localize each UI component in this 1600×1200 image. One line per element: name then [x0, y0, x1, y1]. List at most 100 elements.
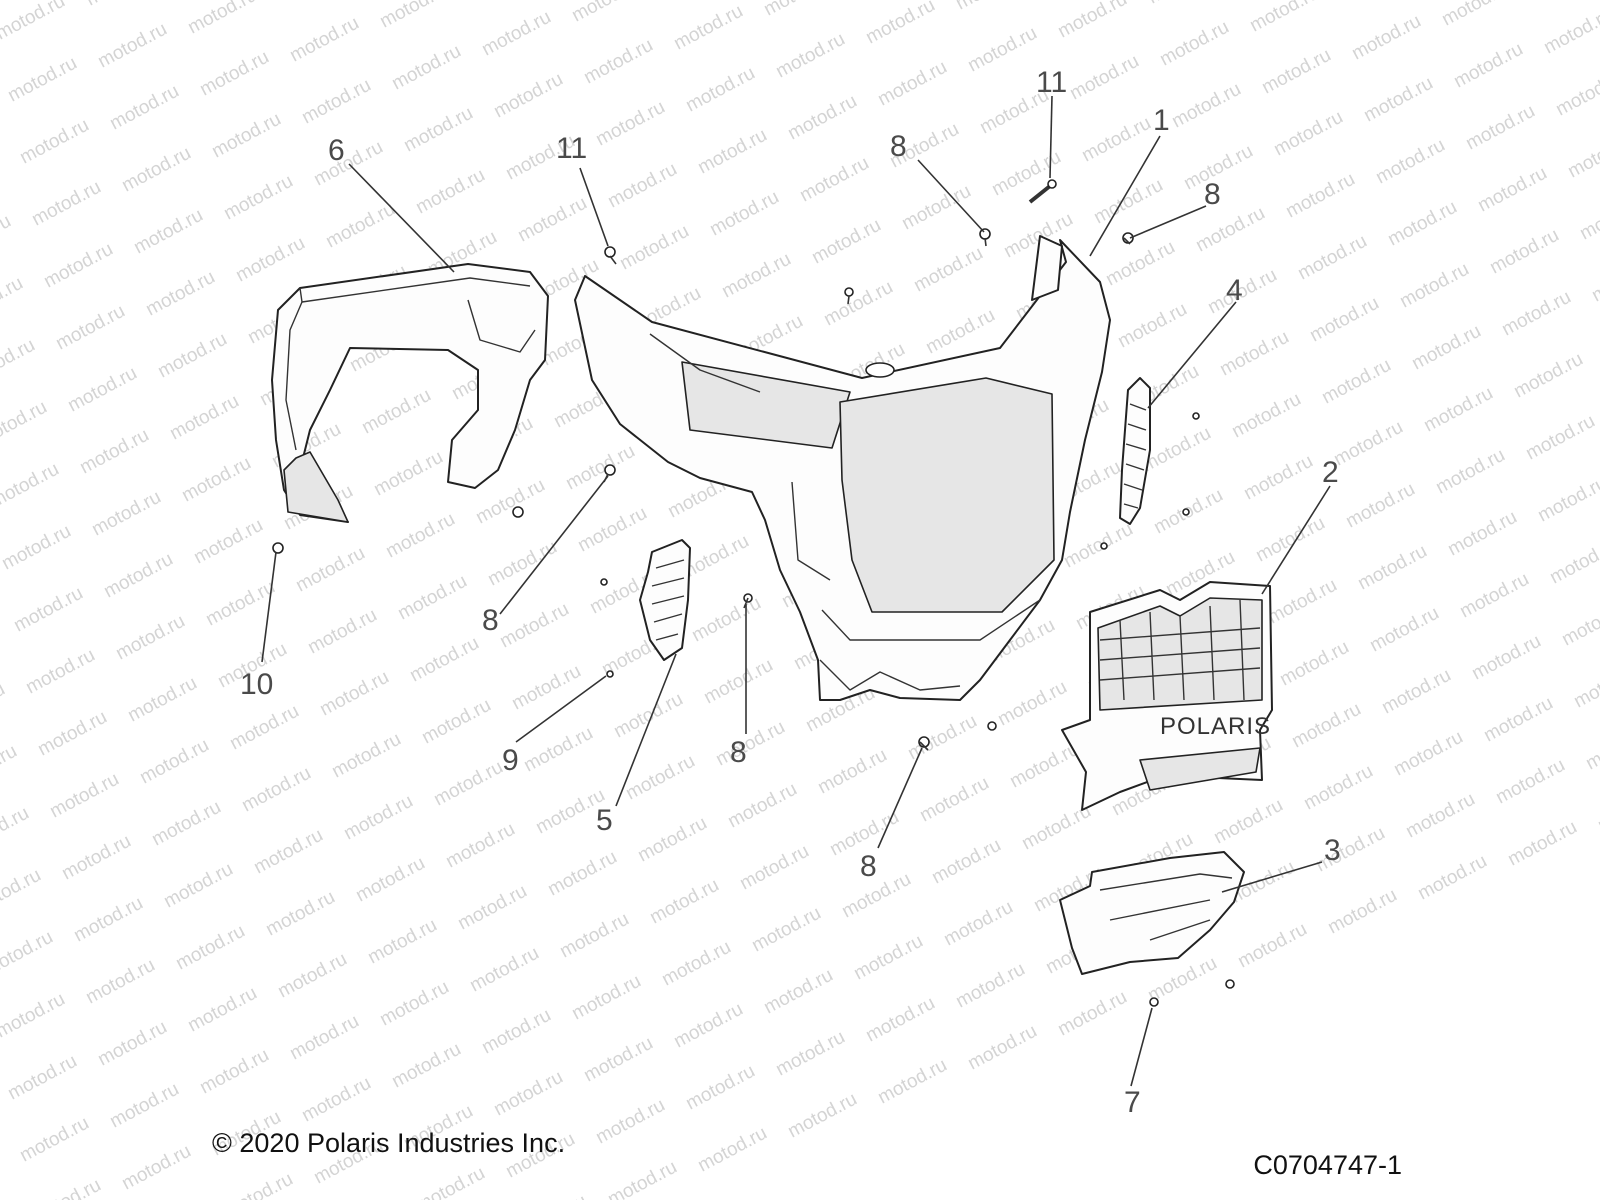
watermark-text: motod.ru: [0, 335, 39, 389]
watermark-text: motod.ru: [952, 959, 1028, 1013]
watermark-text: motod.ru: [658, 937, 734, 991]
watermark-text: motod.ru: [1066, 51, 1142, 105]
screw-4-lower: [1182, 508, 1190, 516]
callout-1: 1: [1153, 104, 1170, 137]
part-4-right-vent: [1119, 377, 1151, 525]
watermark-text: motod.ru: [1534, 473, 1600, 527]
watermark-text: motod.ru: [82, 955, 158, 1009]
watermark-text: motod.ru: [718, 249, 794, 303]
watermark-text: motod.ru: [82, 0, 158, 10]
watermark-text: motod.ru: [52, 301, 128, 355]
watermark-text: motod.ru: [94, 19, 170, 73]
watermark-text: motod.ru: [136, 735, 212, 789]
watermark-text: motod.ru: [694, 1123, 770, 1177]
watermark-text: motod.ru: [682, 63, 758, 117]
watermark-text: motod.ru: [0, 211, 15, 265]
watermark-text: motod.ru: [1420, 383, 1496, 437]
watermark-text: motod.ru: [1450, 39, 1526, 93]
watermark-text: motod.ru: [472, 475, 548, 529]
watermark-text: motod.ru: [1354, 541, 1430, 595]
watermark-text: motod.ru: [208, 109, 284, 163]
watermark-text: motod.ru: [184, 0, 260, 38]
watermark-text: motod.ru: [430, 757, 506, 811]
bolt-11-left: [604, 246, 617, 265]
watermark-text: motod.ru: [1318, 355, 1394, 409]
watermark-text: motod.ru: [1306, 293, 1382, 347]
watermark-text: motod.ru: [1498, 287, 1574, 341]
screw-8-bottom: [918, 736, 930, 751]
watermark-text: motod.ru: [1228, 389, 1304, 443]
watermark-text: motod.ru: [1390, 727, 1466, 781]
watermark-text: motod.ru: [28, 1175, 104, 1200]
watermark-text: motod.ru: [1252, 513, 1328, 567]
watermark-text: motod.ru: [814, 745, 890, 799]
watermark-text: motod.ru: [1402, 789, 1478, 843]
watermark-text: motod.ru: [1480, 693, 1556, 747]
watermark-text: motod.ru: [850, 931, 926, 985]
watermark-text: motod.ru: [1576, 191, 1600, 245]
watermark-text: motod.ru: [0, 803, 33, 857]
watermark-text: motod.ru: [514, 193, 590, 247]
watermark-text: motod.ru: [298, 1073, 374, 1127]
watermark-text: motod.ru: [1408, 321, 1484, 375]
watermark-text: motod.ru: [0, 149, 3, 203]
watermark-text: motod.ru: [124, 673, 200, 727]
watermark-text: motod.ru: [1546, 535, 1600, 589]
watermark-text: motod.ru: [568, 971, 644, 1025]
watermark-text: motod.ru: [142, 267, 218, 321]
watermark-text: motod.ru: [604, 1157, 680, 1200]
watermark-text: motod.ru: [64, 363, 140, 417]
watermark-text: motod.ru: [316, 667, 392, 721]
watermark-text: motod.ru: [466, 943, 542, 997]
callout-10: 10: [240, 668, 273, 701]
watermark-text: motod.ru: [544, 847, 620, 901]
watermark-text: motod.ru: [874, 1055, 950, 1109]
watermark-text: motod.ru: [106, 1079, 182, 1133]
watermark-text: motod.ru: [514, 1191, 590, 1200]
watermark-text: motod.ru: [592, 97, 668, 151]
watermark-text: motod.ru: [1090, 175, 1166, 229]
watermark-text: motod.ru: [1510, 349, 1586, 403]
watermark-text: motod.ru: [16, 1113, 92, 1167]
watermark-text: motod.ru: [1264, 575, 1340, 629]
watermark-text: motod.ru: [706, 187, 782, 241]
watermark-text: motod.ru: [1588, 253, 1600, 307]
watermark-text: motod.ru: [388, 41, 464, 95]
watermark-text: motod.ru: [0, 1147, 3, 1200]
watermark-text: motod.ru: [1492, 755, 1568, 809]
watermark-text: motod.ru: [88, 487, 164, 541]
watermark-text: motod.ru: [670, 1, 746, 55]
watermark-text: motod.ru: [310, 137, 386, 191]
watermark-text: motod.ru: [1156, 17, 1232, 71]
callout-11: 11: [556, 132, 587, 165]
watermark-text: motod.ru: [112, 611, 188, 665]
watermark-text: motod.ru: [490, 1067, 566, 1121]
watermark-text: motod.ru: [118, 1141, 194, 1195]
watermark-text: motod.ru: [736, 841, 812, 895]
watermark-text: motod.ru: [118, 143, 194, 197]
watermark-text: motod.ru: [1372, 135, 1448, 189]
watermark-text: motod.ru: [28, 177, 104, 231]
watermark-text: motod.ru: [478, 7, 554, 61]
watermark-text: motod.ru: [1168, 79, 1244, 133]
watermark-text: motod.ru: [16, 115, 92, 169]
watermark-text: motod.ru: [1342, 479, 1418, 533]
watermark-text: motod.ru: [862, 0, 938, 48]
watermark-text: motod.ru: [22, 645, 98, 699]
watermark-text: motod.ru: [1078, 113, 1154, 167]
watermark-text: motod.ru: [394, 571, 470, 625]
watermark-text: motod.ru: [1330, 417, 1406, 471]
watermark-text: motod.ru: [862, 993, 938, 1047]
watermark-text: motod.ru: [364, 915, 440, 969]
watermark-text: motod.ru: [1348, 11, 1424, 65]
watermark-text: motod.ru: [0, 273, 27, 327]
watermark-text: motod.ru: [1444, 507, 1520, 561]
watermark-text: motod.ru: [172, 921, 248, 975]
watermark-text: motod.ru: [1234, 919, 1310, 973]
copyright-text: © 2020 Polaris Industries Inc.: [212, 1128, 566, 1158]
watermark-text: motod.ru: [0, 679, 9, 733]
watermark-text: motod.ru: [1102, 237, 1178, 291]
watermark-text: motod.ru: [1504, 817, 1580, 871]
grille-logo-text: POLARIS: [1160, 713, 1271, 740]
